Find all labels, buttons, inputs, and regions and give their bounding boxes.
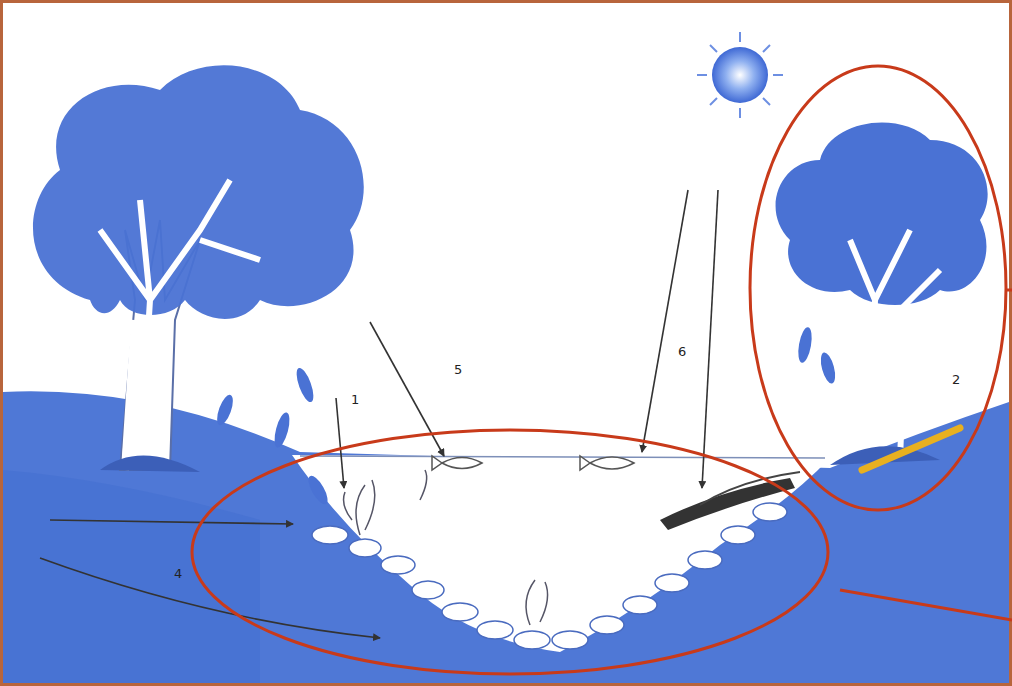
callout-number: 5 xyxy=(452,362,464,377)
callout-number: 1 xyxy=(349,392,361,407)
callout-number: 4 xyxy=(172,566,184,581)
callout-number: 6 xyxy=(676,344,688,359)
callout-number: 2 xyxy=(950,372,962,387)
